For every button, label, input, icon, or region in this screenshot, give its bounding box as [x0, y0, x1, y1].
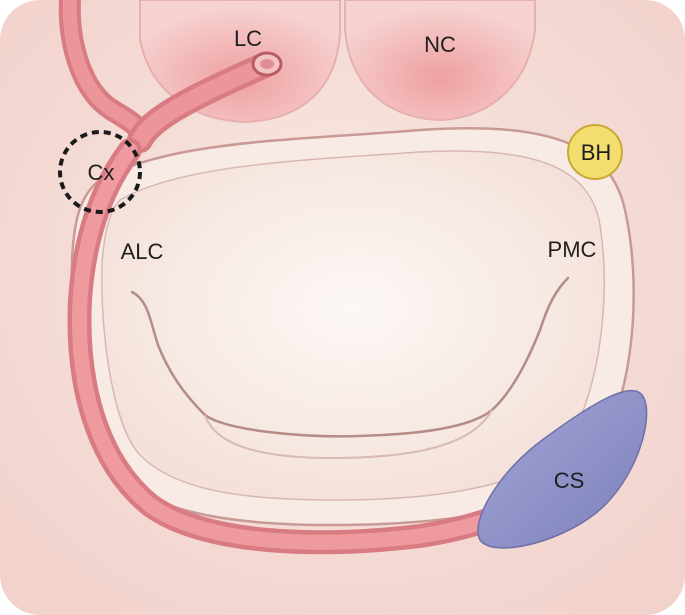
coaptation-line [130, 276, 570, 438]
label-cx: Cx [88, 160, 115, 185]
coronary-sinus [477, 389, 648, 549]
label-bh: BH [581, 140, 612, 165]
left-coronary-branch-inner [131, 56, 274, 149]
label-alc: ALC [121, 239, 164, 264]
left-coronary-lumen [260, 59, 274, 69]
circumflex-trunk-inner [62, 0, 149, 142]
circumflex-artery-inner [72, 142, 508, 550]
mitral-leaflets [101, 150, 605, 501]
circumflex-highlight-circle [58, 130, 142, 214]
label-cs: CS [554, 468, 585, 493]
label-nc: NC [424, 32, 456, 57]
noncoronary-cusp [344, 0, 536, 122]
label-pmc: PMC [548, 237, 597, 262]
label-lc: LC [234, 26, 262, 51]
coaptation-shadow [204, 409, 493, 460]
bundle-of-his [567, 124, 623, 180]
